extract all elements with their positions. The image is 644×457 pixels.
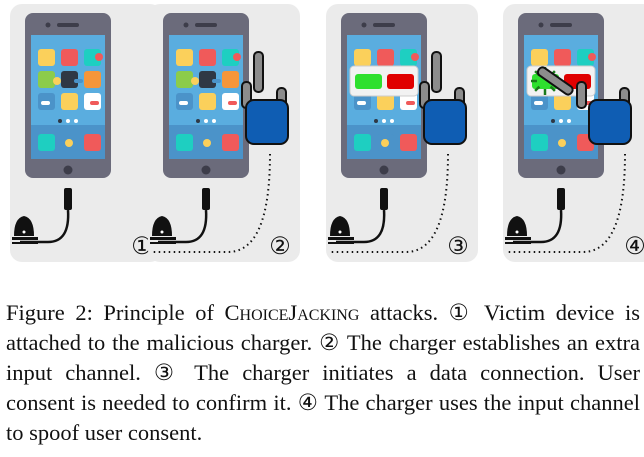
hacker-icon — [12, 216, 38, 244]
speaker — [550, 23, 572, 27]
app-icon — [577, 49, 594, 66]
usb-plug-icon — [64, 188, 72, 210]
accept-button — [355, 74, 382, 89]
panel-step-2: ② — [148, 4, 300, 262]
step-number: ② — [269, 232, 291, 260]
app-icon — [84, 49, 101, 66]
finger — [536, 66, 574, 96]
speaker — [373, 23, 395, 27]
charging-cable — [513, 209, 563, 244]
app-icon — [199, 49, 216, 66]
caption-label: Figure 2: Principle of — [6, 300, 225, 325]
usb-plug-icon — [202, 188, 210, 210]
app-icon — [61, 71, 78, 88]
app-icon — [176, 49, 193, 66]
app-icon — [199, 93, 216, 110]
dock-app — [176, 134, 193, 151]
hacker-icon — [328, 216, 354, 244]
page-dot — [66, 119, 70, 123]
step-number: ④ — [624, 232, 644, 260]
home-button — [556, 165, 566, 175]
panel-step-3: ③ — [326, 4, 478, 262]
home-button — [63, 165, 73, 175]
home-button — [201, 165, 211, 175]
dock-app — [84, 134, 101, 151]
dock-app — [354, 134, 371, 151]
app-icon — [377, 49, 394, 66]
deny-button — [387, 74, 414, 89]
robot-hand-icon — [241, 51, 289, 145]
finger — [253, 51, 264, 93]
charging-cable — [20, 209, 70, 244]
app-icon — [38, 71, 55, 88]
palm — [245, 99, 289, 145]
dock-app — [531, 134, 548, 151]
app-icon — [176, 71, 193, 88]
app-icon — [222, 49, 239, 66]
app-icon — [354, 49, 371, 66]
robot-hand-icon — [536, 66, 632, 145]
phone-icon — [163, 13, 249, 178]
dock-app — [38, 134, 55, 151]
usb-plug-icon — [557, 188, 565, 210]
app-icon — [199, 71, 216, 88]
app-icon — [400, 49, 417, 66]
charging-cable — [336, 209, 386, 244]
palm — [423, 99, 467, 145]
app-icon — [554, 93, 571, 110]
phone-icon — [25, 13, 111, 178]
speaker — [195, 23, 217, 27]
app-icon — [61, 93, 78, 110]
hacker-icon — [505, 216, 531, 244]
page-dot — [374, 119, 378, 123]
finger — [431, 51, 442, 93]
figure-panels: ① ② ③ ④ — [10, 4, 644, 262]
step-number: ① — [131, 232, 153, 260]
page-dot — [382, 119, 386, 123]
consent-dialog — [349, 65, 419, 97]
robot-hand-icon — [419, 51, 467, 145]
usb-plug-icon — [380, 188, 388, 210]
speaker — [57, 23, 79, 27]
panel-step-1: ① — [10, 4, 162, 262]
figure-caption: Figure 2: Principle of ChoiceJacking att… — [6, 298, 640, 448]
app-icon — [531, 49, 548, 66]
page-dot — [204, 119, 208, 123]
charging-cable — [158, 209, 208, 244]
caption-text: attacks. ① Victim device is attached to … — [6, 300, 640, 445]
app-icon — [377, 93, 394, 110]
page-dot — [212, 119, 216, 123]
step-number: ③ — [447, 232, 469, 260]
app-icon — [554, 49, 571, 66]
panel-step-4: ④ — [503, 4, 644, 262]
app-icon — [222, 71, 239, 88]
attack-name: ChoiceJacking — [224, 300, 360, 325]
page-dot — [390, 119, 394, 123]
app-icon — [61, 49, 78, 66]
finger — [576, 81, 587, 109]
dock-app — [222, 134, 239, 151]
page-dot — [58, 119, 62, 123]
app-icon — [38, 49, 55, 66]
app-icon — [84, 71, 101, 88]
page-dot — [559, 119, 563, 123]
page-dot — [74, 119, 78, 123]
page-dot — [551, 119, 555, 123]
home-button — [379, 165, 389, 175]
palm — [588, 99, 632, 145]
dock-app — [400, 134, 417, 151]
hacker-icon — [150, 216, 176, 244]
page-dot — [567, 119, 571, 123]
page-dot — [196, 119, 200, 123]
